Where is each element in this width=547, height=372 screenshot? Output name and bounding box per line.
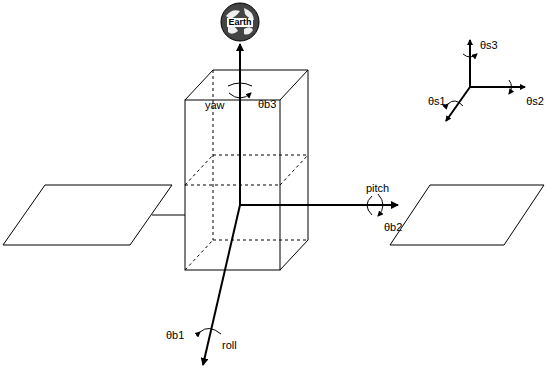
frame-axis (470, 86, 525, 88)
rotation-arrow (367, 196, 372, 215)
angle-symbol: θs1 (428, 96, 446, 107)
axis-name: pitch (366, 183, 389, 194)
node-label: Earth (227, 18, 252, 27)
satellite-body (185, 70, 308, 270)
angle-symbol: θs2 (526, 96, 544, 107)
angle-symbol: θb2 (384, 222, 402, 233)
angle-symbol: θs3 (480, 40, 498, 51)
solar-panel (3, 185, 172, 245)
angle-symbol: θb3 (258, 99, 276, 110)
rotation-arrow (229, 93, 251, 98)
rotation-arrow (448, 101, 463, 106)
frame-axis (469, 40, 471, 87)
pitch-axis (240, 204, 398, 206)
rotation-arrow (228, 83, 252, 86)
frame-axis (446, 87, 470, 121)
angle-symbol: θb1 (166, 330, 184, 341)
rotation-arrow (378, 194, 383, 216)
yaw-axis (239, 44, 241, 205)
earth-globe: Earth (220, 2, 260, 42)
axis-name: roll (222, 340, 237, 351)
rotation-arrow (463, 54, 477, 57)
roll-axis (203, 205, 240, 365)
axis-name: yaw (205, 100, 225, 111)
rotation-arrow (200, 328, 221, 334)
rotation-arrow (509, 80, 512, 94)
panel-boom (152, 215, 185, 216)
solar-panel (390, 185, 544, 245)
hidden-edges (185, 70, 308, 270)
